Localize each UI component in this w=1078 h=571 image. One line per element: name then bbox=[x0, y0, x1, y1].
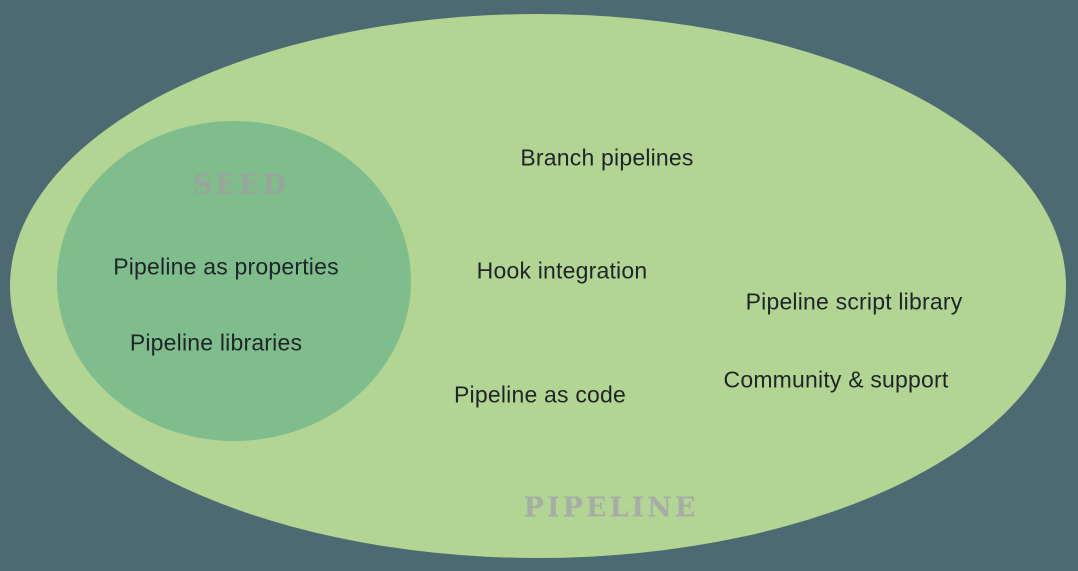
label-pipeline-script-library: Pipeline script library bbox=[745, 288, 963, 315]
label-pipeline-as-properties: Pipeline as properties bbox=[113, 253, 339, 280]
seed-zone-title: SEED bbox=[192, 169, 290, 201]
label-hook-integration: Hook integration bbox=[476, 257, 648, 284]
label-branch-pipelines: Branch pipelines bbox=[520, 144, 694, 171]
seed-circle bbox=[57, 121, 411, 441]
label-pipeline-as-code: Pipeline as code bbox=[454, 381, 626, 408]
label-community-support: Community & support bbox=[723, 366, 949, 393]
pipeline-zone-title: PIPELINE bbox=[523, 492, 699, 524]
label-pipeline-libraries: Pipeline libraries bbox=[129, 329, 303, 356]
